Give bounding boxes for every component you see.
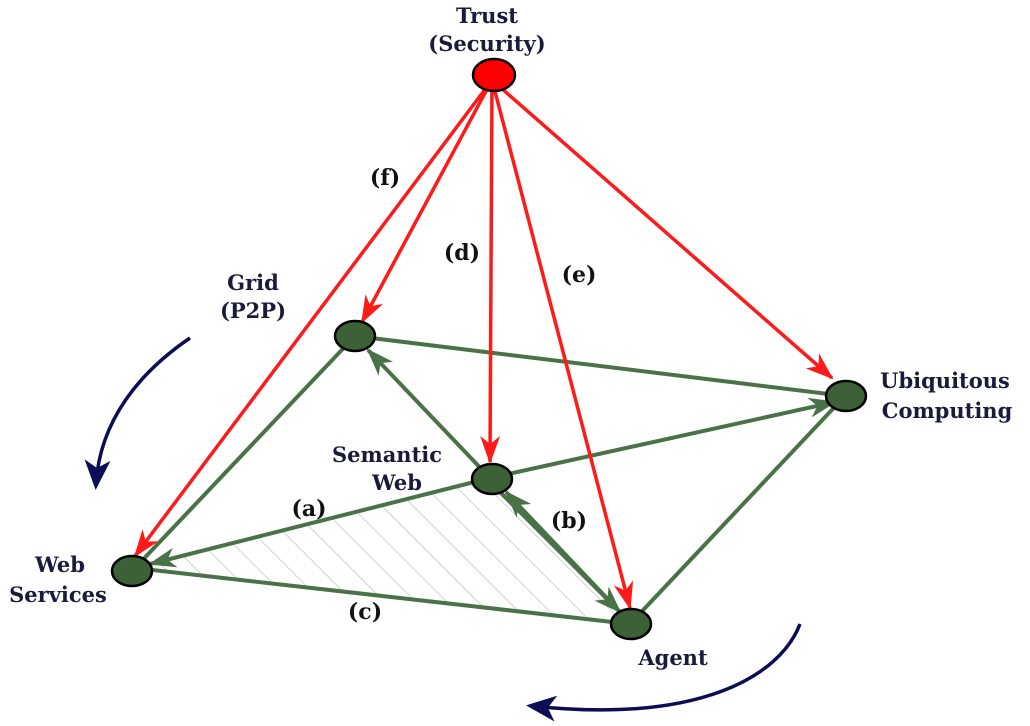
node-semantic-web[interactable] [470, 462, 514, 496]
edge-trust-semantic [480, 79, 501, 464]
curved-arrow-icon [526, 623, 802, 722]
node-ubiquitous[interactable] [824, 379, 868, 413]
semantic-web-label-line1: Semantic [332, 442, 442, 467]
edge-agent-semantic [504, 490, 622, 614]
edge-grid-webservices [133, 334, 357, 570]
edge-label-c: (c) [348, 599, 382, 625]
trust-label-line2: (Security) [428, 31, 545, 56]
node-web-services[interactable] [110, 554, 154, 588]
grid-label-line1: Grid [227, 270, 279, 295]
edge-label-d: (d) [444, 240, 480, 266]
edge-semantic-grid [366, 348, 492, 480]
agent-label: Agent [637, 645, 708, 670]
node-trust[interactable] [471, 57, 517, 93]
curved-arrow-icon [84, 336, 191, 490]
red-edges [133, 78, 834, 610]
ubiquitous-label-line1: Ubiquitous [880, 368, 1010, 393]
node-grid[interactable] [333, 319, 377, 353]
edge-semantic-ubiquitous [489, 397, 837, 480]
edge-trust-grid [360, 79, 494, 324]
edge-trust-ubiquitous [490, 78, 834, 380]
grid-label-line2: (P2P) [220, 298, 286, 323]
edge-semantic-webservices [148, 476, 491, 568]
edge-webservices-agent [134, 566, 631, 626]
edge-label-a: (a) [291, 496, 326, 522]
edge-trust-webservices [133, 78, 494, 558]
ubiquitous-label-line2: Computing [882, 398, 1013, 423]
edge-label-b: (b) [551, 508, 587, 534]
edge-trust-agent [490, 79, 634, 610]
semantic-web-label-line2: Web [371, 470, 422, 495]
trust-label-line1: Trust [456, 3, 518, 28]
edge-grid-ubiquitous [354, 334, 846, 398]
web-services-label-line2: Services [9, 582, 107, 607]
web-services-label-line1: Web [34, 552, 85, 577]
edge-ubiquitous-agent [628, 394, 847, 626]
node-agent[interactable] [609, 607, 653, 641]
green-edges [133, 334, 847, 626]
edge-label-e: (e) [562, 262, 597, 288]
edge-label-f: (f) [370, 165, 400, 191]
